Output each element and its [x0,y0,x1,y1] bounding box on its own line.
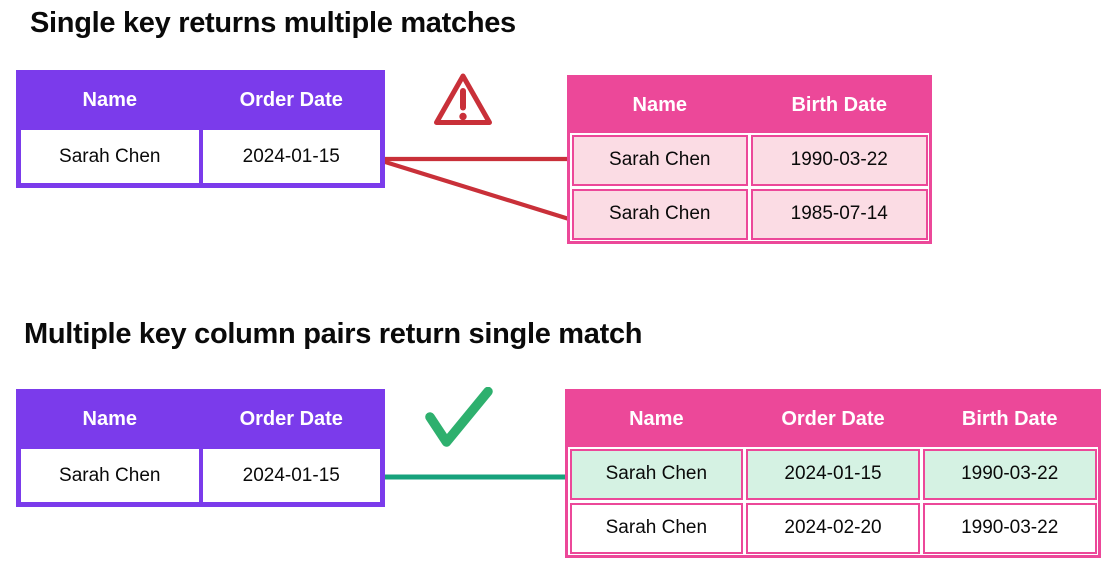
table-header-cell: Order Date [239,408,343,430]
table-header-cell: Name [629,408,684,430]
section-title-single-key: Single key returns multiple matches [30,7,516,39]
table-header-cell: Name [82,408,137,430]
table-cell: 1985-07-14 [751,188,928,240]
table-cell: 1990-03-22 [922,448,1097,500]
table-row: Sarah Chen 2024-01-15 [19,447,382,504]
table-header-row: Name Order Date [19,392,382,447]
table-row: Sarah Chen 1985-07-14 [570,187,929,241]
people-table-single-key: Name Birth Date Sarah Chen 1990-03-22 Sa… [567,75,932,244]
table-header-cell: Order Date [781,408,885,430]
table-row: Sarah Chen 1990-03-22 [570,133,929,187]
table-cell: 2024-01-15 [200,447,382,504]
table-cell: Sarah Chen [569,502,744,554]
section-title-multiple-key: Multiple key column pairs return single … [24,318,643,350]
table-cell: Sarah Chen [19,447,201,504]
table-header-row: Name Order Date [19,73,382,128]
table-cell: Sarah Chen [569,448,744,500]
merged-table-multi-key: Name Order Date Birth Date Sarah Chen 20… [565,389,1101,558]
table-cell: 1990-03-22 [751,134,928,186]
table-cell: Sarah Chen [19,128,201,185]
table-cell: 2024-01-15 [200,128,382,185]
orders-table-multi-key: Name Order Date Sarah Chen 2024-01-15 [16,389,385,507]
table-header-row: Name Order Date Birth Date [568,392,1098,447]
table-cell: 1990-03-22 [922,502,1097,554]
table-row-matched: Sarah Chen 2024-01-15 1990-03-22 [568,447,1098,501]
table-header-cell: Birth Date [791,94,888,116]
table-row: Sarah Chen 2024-01-15 [19,128,382,185]
orders-table-single-key: Name Order Date Sarah Chen 2024-01-15 [16,70,385,188]
table-header-cell: Name [632,94,687,116]
table-cell: 2024-01-15 [746,448,920,500]
warning-triangle-icon [432,71,494,134]
table-header-row: Name Birth Date [570,78,929,133]
red-match-line-2 [381,158,570,222]
table-cell: 2024-02-20 [746,502,920,554]
check-icon [423,386,493,454]
table-row: Sarah Chen 2024-02-20 1990-03-22 [568,501,1098,555]
table-cell: Sarah Chen [571,134,748,186]
table-header-cell: Birth Date [961,408,1058,430]
table-header-cell: Name [82,89,137,111]
table-cell: Sarah Chen [571,188,748,240]
table-header-cell: Order Date [239,89,343,111]
